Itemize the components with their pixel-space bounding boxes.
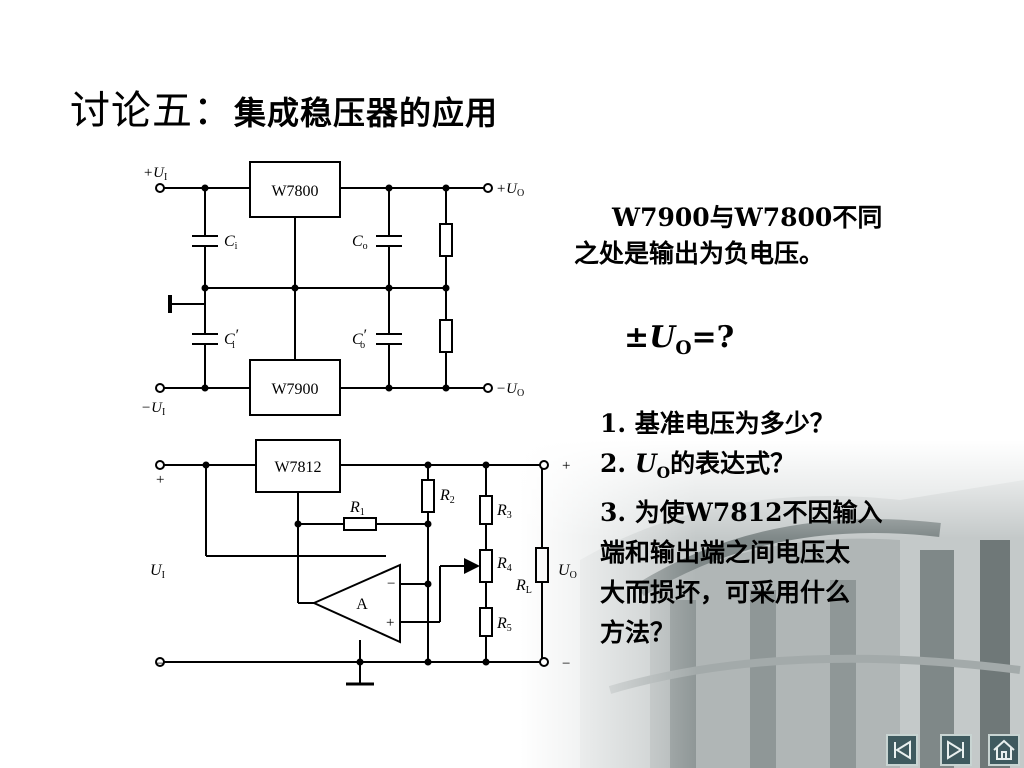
next-slide-button[interactable] <box>940 734 972 766</box>
opamp-minus: − <box>387 576 395 592</box>
difference-line-1: W7900与W7800不同 <box>612 203 883 232</box>
difference-note: W7900与W7800不同 之处是输出为负电压。 <box>574 200 882 272</box>
question-2-symbol: U <box>634 449 657 478</box>
label-in-pos: +UI <box>143 165 167 183</box>
difference-line-2: 之处是输出为负电压。 <box>574 239 825 268</box>
question-list: 1. 基准电压为多少？ 2. UO的表达式？ 3. 为使W7812不因输入 端和… <box>600 404 882 653</box>
home-button[interactable] <box>988 734 1020 766</box>
question-2: 2. UO的表达式？ <box>600 444 882 493</box>
label-r3: R3 <box>496 502 512 521</box>
question-2-subscript: O <box>656 463 671 482</box>
question-3-line-3: 大而损坏，可采用什么 <box>600 578 851 607</box>
background-photo <box>520 440 1024 768</box>
skip-back-icon <box>894 740 911 760</box>
label-r1: R1 <box>349 499 365 518</box>
uo-subscript: O <box>675 338 692 359</box>
input-plus: + <box>156 472 164 488</box>
regulator-w7800: W7800 <box>271 183 318 200</box>
regulator-w7812: W7812 <box>274 459 321 476</box>
output-minus: − <box>562 656 570 672</box>
label-uo: UO <box>558 562 577 581</box>
question-2-text: 的表达式？ <box>670 449 796 478</box>
label-co: Co <box>352 233 368 252</box>
label-rl: RL <box>515 577 532 596</box>
question-1: 1. 基准电压为多少？ <box>600 409 835 438</box>
skip-forward-icon <box>947 740 964 760</box>
input-minus: − <box>156 656 164 672</box>
home-icon <box>993 739 1015 760</box>
label-out-neg: −UO <box>496 381 524 399</box>
previous-slide-button[interactable] <box>886 734 918 766</box>
uo-suffix: =? <box>691 320 735 355</box>
question-2-number: 2. <box>600 449 635 478</box>
label-out-pos: +UO <box>496 181 524 199</box>
label-r4: R4 <box>496 555 512 574</box>
title-main: 讨论五： <box>70 88 234 134</box>
label-ci: Ci <box>224 233 238 252</box>
question-3-line-1: 3. 为使W7812不因输入 <box>600 498 883 527</box>
page-title: 讨论五：集成稳压器的应用 <box>70 78 498 136</box>
question-3-line-4: 方法？ <box>600 618 676 647</box>
pm-sign: ± <box>624 320 650 355</box>
uo-symbol: U <box>649 320 676 355</box>
title-sub: 集成稳压器的应用 <box>234 94 499 132</box>
label-ui: UI <box>150 562 165 581</box>
output-voltage-question: ±UO=? <box>624 320 734 367</box>
question-3-line-2: 端和输出端之间电压太 <box>600 538 851 567</box>
label-co-prime: C′o <box>352 327 367 351</box>
label-in-neg: −UI <box>141 400 165 418</box>
opamp-plus: + <box>386 615 394 631</box>
regulator-w7900: W7900 <box>271 381 318 398</box>
label-ci-prime: C′i <box>224 327 239 351</box>
label-r2: R2 <box>439 487 455 506</box>
label-r5: R5 <box>496 615 512 634</box>
opamp-label: A <box>356 596 368 613</box>
output-plus: + <box>562 458 570 474</box>
